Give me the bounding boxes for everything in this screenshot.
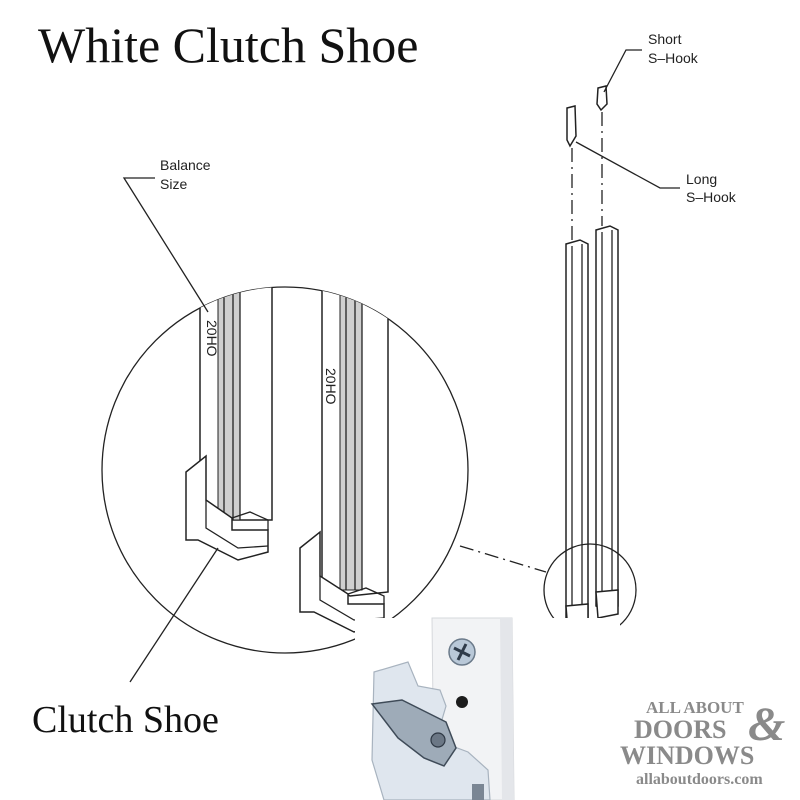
photo-screw — [448, 638, 476, 666]
diagram-title: White Clutch Shoe — [38, 17, 419, 73]
short-s-hook-label-line1: Short — [648, 31, 682, 47]
magnified-detail-circle — [101, 286, 469, 654]
magnified-right-channel: 20HO — [299, 287, 389, 633]
balance-size-callout: Balance Size — [122, 157, 211, 313]
left-channel-marking: 20HO — [204, 320, 220, 357]
clutch-shoe-photo — [355, 617, 620, 800]
long-s-hook-label-line1: Long — [686, 171, 717, 187]
right-channel-marking: 20HO — [323, 368, 339, 405]
watermark-url: allaboutdoors.com — [636, 771, 763, 788]
magnified-left-channel: 20HO — [185, 287, 273, 561]
balance-size-label-line1: Balance — [160, 157, 211, 173]
left-balance-channel — [565, 239, 589, 633]
right-balance-channel — [595, 225, 619, 619]
short-s-hook-label-line2: S–Hook — [648, 50, 699, 66]
long-s-hook-callout: Long S–Hook — [575, 141, 737, 205]
watermark-ampersand: & — [748, 698, 785, 751]
brand-watermark: ALL ABOUT & DOORS WINDOWS allaboutdoors.… — [620, 698, 785, 788]
short-s-hook-callout: Short S–Hook — [603, 31, 699, 93]
watermark-line1: ALL ABOUT — [646, 698, 744, 717]
balance-assembly-overview — [459, 85, 637, 637]
balance-size-label-line2: Size — [160, 176, 187, 192]
magnified-detail: 20HO 20HO — [101, 286, 469, 654]
clutch-shoe-label: Clutch Shoe — [32, 699, 219, 741]
photo-metal-cam — [370, 699, 457, 767]
watermark-line3: WINDOWS — [620, 741, 754, 770]
long-s-hook-label-line2: S–Hook — [686, 189, 737, 205]
watermark-line2: DOORS — [634, 715, 726, 744]
long-s-hook — [566, 105, 577, 148]
photo-hole — [456, 696, 468, 708]
clutch-shoe-callout: Clutch Shoe — [32, 547, 219, 741]
detail-connector-line — [459, 545, 547, 573]
